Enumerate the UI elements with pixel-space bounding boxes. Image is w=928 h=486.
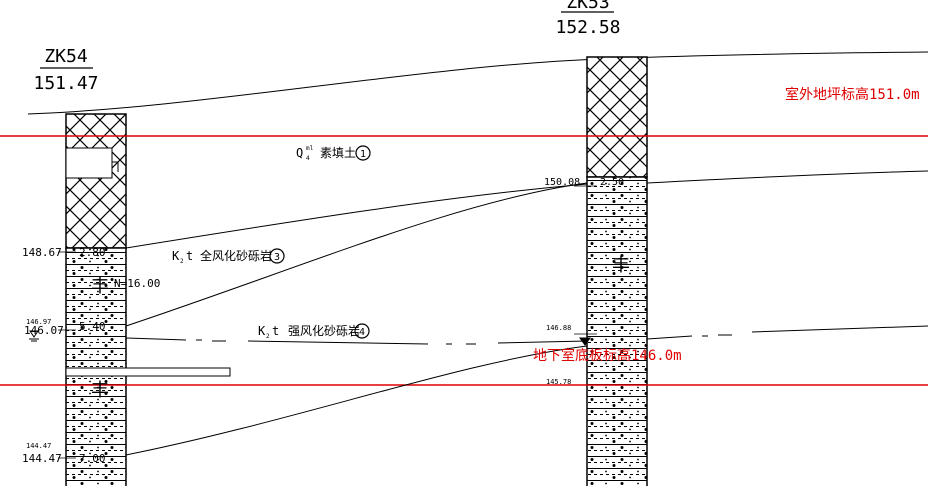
boundary-curve-1 xyxy=(125,183,588,249)
outdoor-grade-annotation: 室外地坪标高151.0m xyxy=(785,86,920,103)
ground-surface-line xyxy=(27,51,928,115)
water-level-icon-zk53 xyxy=(579,337,591,346)
borehole-zk53-column xyxy=(586,56,648,486)
svg-text:Q: Q xyxy=(296,146,303,160)
svg-text:全风化砂砾岩: 全风化砂砾岩 xyxy=(200,248,272,263)
zk54-depth-label-7: 7.00 xyxy=(79,452,106,465)
svg-text:K: K xyxy=(172,249,180,263)
zk53-elevation: 152.58 xyxy=(555,17,620,38)
zk54-elevation: 151.47 xyxy=(33,73,98,94)
svg-text:4: 4 xyxy=(306,155,310,162)
zk53-depth-label-2: 2.50 xyxy=(600,177,624,188)
zk53-spt-symbol: 丰 xyxy=(612,255,630,276)
zk54-spt-value: N=16.00 xyxy=(114,277,160,290)
svg-text:2: 2 xyxy=(180,258,184,265)
zk54-spt-symbol-lower: 丰 xyxy=(91,380,109,401)
zk53-id: ZK53 xyxy=(566,0,609,13)
svg-text:ml: ml xyxy=(306,145,314,152)
zk54-depth-label-6: 144.47 xyxy=(22,452,62,465)
zk54-depth-label-1: 148.67 xyxy=(22,246,62,259)
zk54-depth-label-4: 5.40 xyxy=(79,320,106,333)
svg-text:素填土: 素填土 xyxy=(320,146,356,160)
boundary-curve-4 xyxy=(125,345,588,456)
svg-text:4: 4 xyxy=(359,327,365,338)
svg-text:t: t xyxy=(272,324,279,338)
dash-dot-line xyxy=(125,325,928,345)
water-level-icon xyxy=(29,330,39,342)
zk53-depth-label-4: 145.78 xyxy=(546,378,571,386)
zk54-depth-label-3: 146.07 xyxy=(24,324,64,337)
zk54-water-level-label: 146.97 xyxy=(26,318,51,326)
svg-text:强风化砂砾岩: 强风化砂砾岩 xyxy=(288,323,360,338)
svg-text:K: K xyxy=(258,324,266,338)
stratum-label-4: K 2 t 强风化砂砾岩 4 xyxy=(258,323,370,340)
svg-text:3: 3 xyxy=(274,252,280,263)
svg-text:t: t xyxy=(186,249,193,263)
zk54-depth-label-2: 2.80 xyxy=(79,246,106,259)
zk54-spt-symbol: 丰 xyxy=(91,276,109,297)
stratum-label-3: K 2 t 全风化砂砾岩 3 xyxy=(172,248,285,265)
basement-floor-annotation: 地下室底板标高146.0m xyxy=(533,347,682,364)
boundary-curve-3 xyxy=(125,182,588,327)
boundary-curve-2 xyxy=(646,170,928,184)
stratum-label-1: Q ml 4 素填土 1 xyxy=(296,145,371,162)
zk54-depth-label-5: 144.47 xyxy=(26,442,51,450)
borehole-zk54-column xyxy=(65,113,231,486)
zk54-id: ZK54 xyxy=(44,46,87,67)
zk53-depth-label-3: 146.88 xyxy=(546,324,571,332)
svg-text:1: 1 xyxy=(360,149,366,160)
zk53-depth-label-1: 150.08 xyxy=(544,177,580,188)
svg-text:2: 2 xyxy=(266,333,270,340)
